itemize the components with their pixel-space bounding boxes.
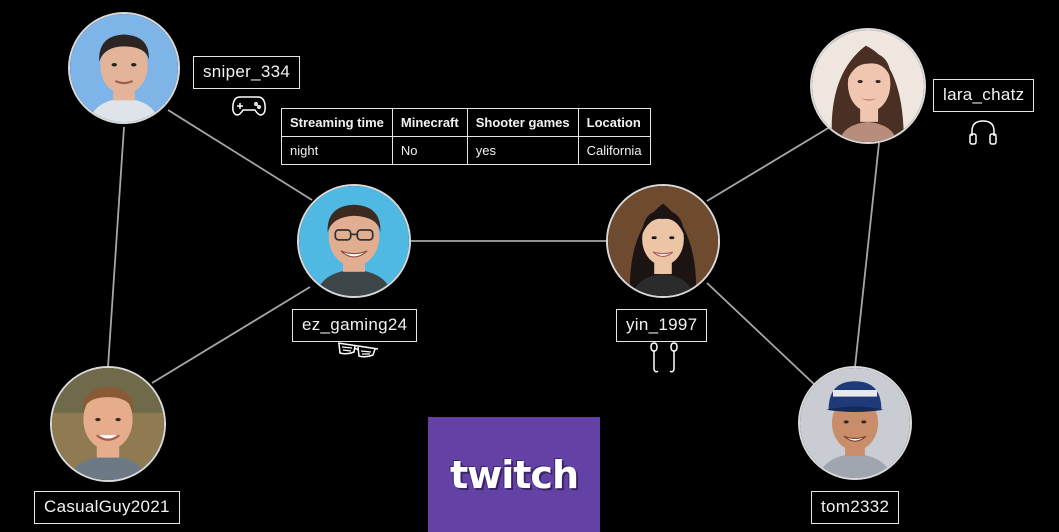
avatar-yin	[606, 184, 720, 298]
table-cell: night	[281, 136, 393, 165]
username-ez: ez_gaming24	[292, 309, 418, 342]
username-tom: tom2332	[811, 491, 900, 524]
username-lara: lara_chatz	[933, 79, 1035, 112]
table-cell: No	[391, 136, 468, 165]
twitch-logo-text: twitch	[449, 452, 579, 497]
edge-yin-tom	[706, 282, 816, 386]
edge-yin-lara	[706, 126, 831, 202]
3d-glasses-icon	[335, 339, 381, 361]
username-casual: CasualGuy2021	[34, 491, 180, 524]
avatar-ez	[297, 184, 411, 298]
avatar-tom	[798, 366, 912, 480]
edge-sniper-casual	[107, 126, 125, 368]
earbuds-icon	[648, 340, 680, 374]
interest-table: Streaming time Minecraft Shooter games L…	[281, 108, 651, 165]
avatar-casual	[50, 366, 166, 482]
username-yin: yin_1997	[616, 309, 708, 342]
table-header: Location	[577, 108, 651, 137]
table-row: night No yes California	[281, 136, 651, 165]
table-header: Minecraft	[391, 108, 468, 137]
twitch-logo: twitch	[428, 417, 600, 532]
table-cell: California	[577, 136, 651, 165]
avatar-lara	[810, 28, 926, 144]
headphones-icon	[968, 118, 998, 146]
edge-lara-tom	[854, 142, 880, 368]
table-cell: yes	[466, 136, 579, 165]
avatar-sniper	[68, 12, 180, 124]
username-sniper: sniper_334	[193, 56, 301, 89]
gamepad-icon	[231, 92, 267, 118]
table-header: Streaming time	[281, 108, 393, 137]
edge-sniper-ez	[167, 109, 313, 201]
table-header-row: Streaming time Minecraft Shooter games L…	[281, 108, 651, 137]
table-header: Shooter games	[466, 108, 579, 137]
edge-ez-casual	[151, 286, 311, 384]
